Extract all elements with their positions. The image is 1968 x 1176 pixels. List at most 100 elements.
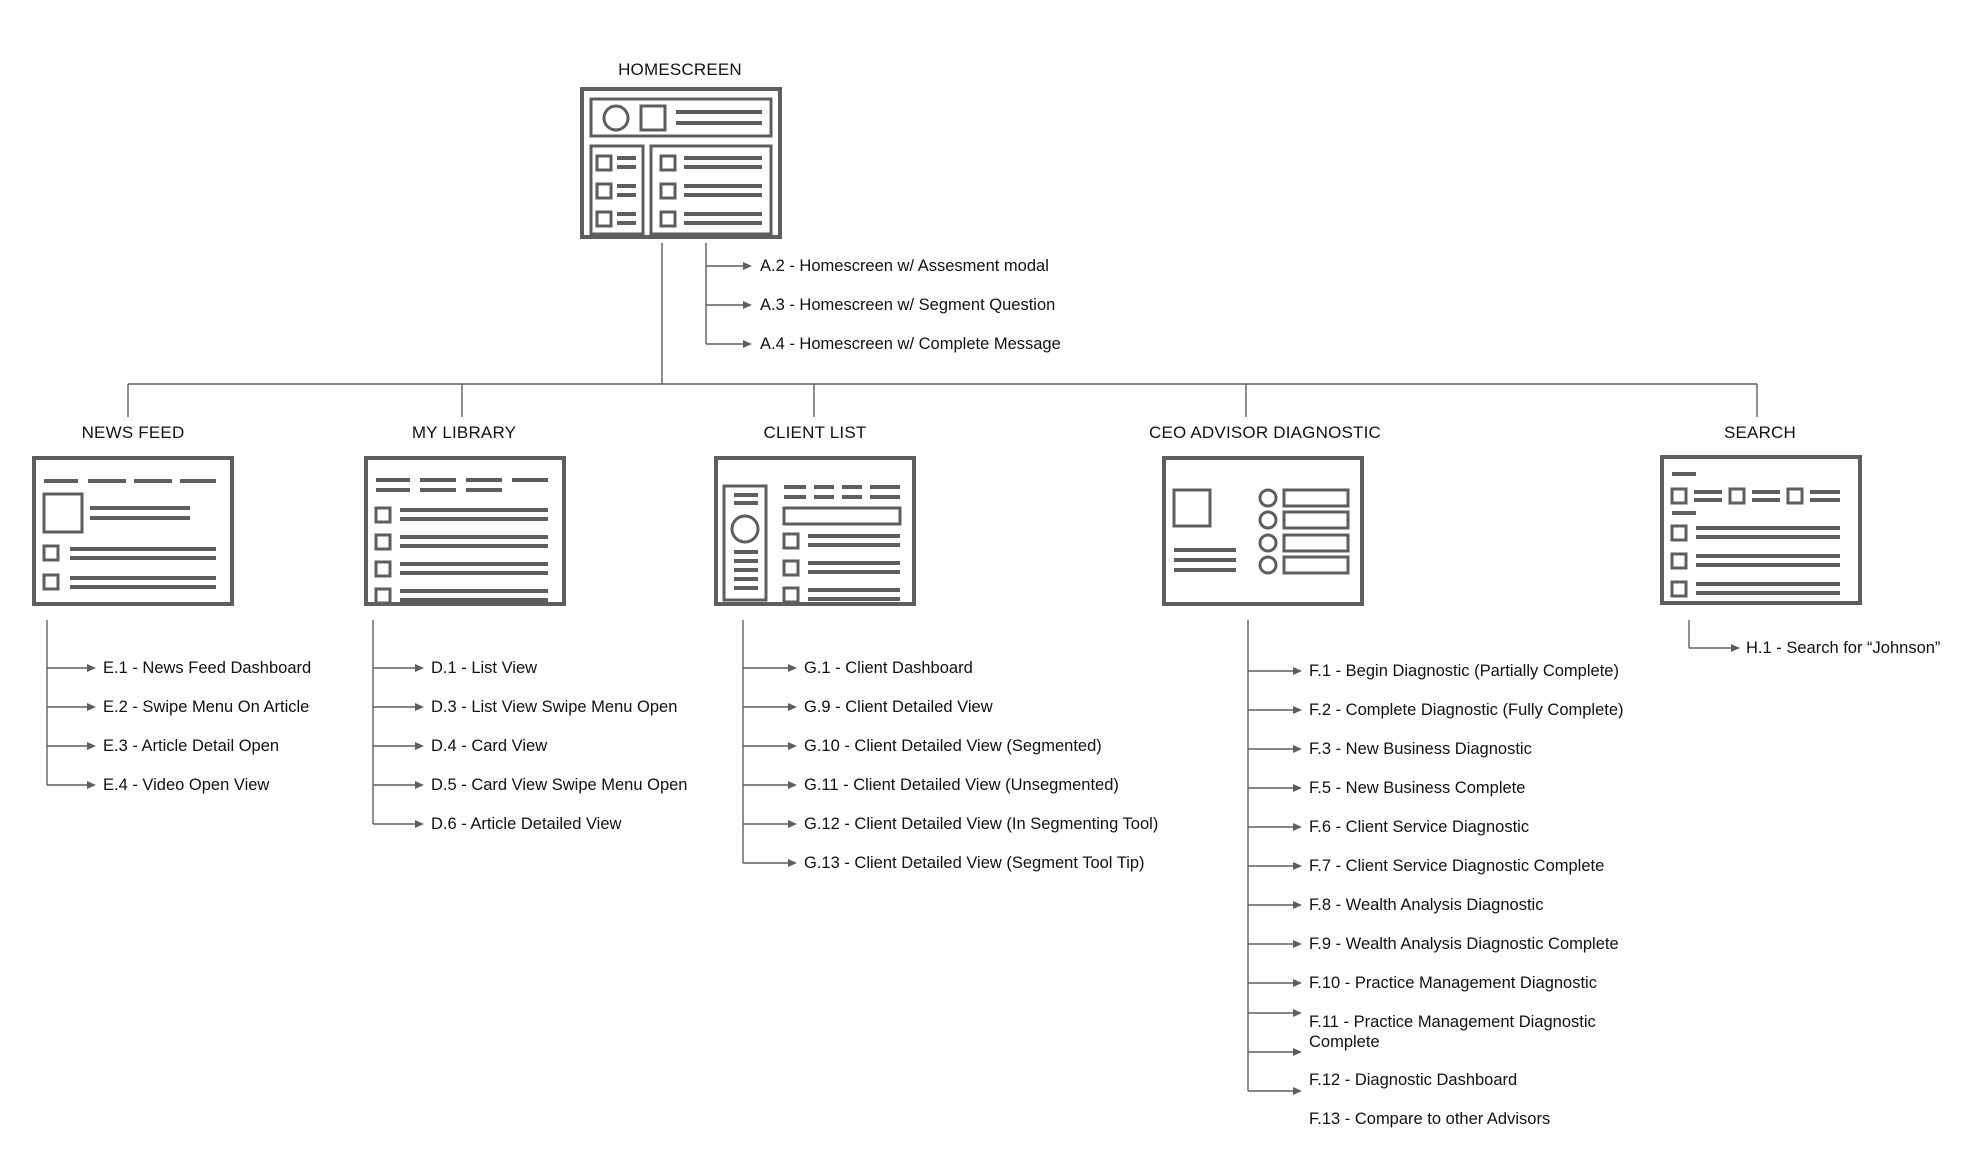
diagnostic-wireframe-icon bbox=[1162, 456, 1364, 606]
arrow-head bbox=[87, 664, 96, 672]
arrow-head bbox=[1731, 644, 1740, 652]
icon-frame bbox=[1660, 455, 1862, 605]
arrow-head bbox=[788, 781, 797, 789]
icon-shape bbox=[1258, 510, 1278, 530]
arrow-head bbox=[1293, 901, 1302, 909]
arrow-head bbox=[87, 781, 96, 789]
my-library-item: D.4 - Card View bbox=[431, 737, 548, 755]
icon-shape bbox=[589, 144, 645, 236]
homescreen-wireframe-icon bbox=[580, 87, 782, 239]
icon-shape bbox=[42, 492, 84, 534]
ceo-advisor-item: F.12 - Diagnostic Dashboard bbox=[1309, 1071, 1518, 1089]
icon-shape bbox=[782, 532, 800, 550]
icon-shape bbox=[1282, 533, 1350, 553]
icon-shape bbox=[595, 182, 613, 200]
arrow-head bbox=[788, 703, 797, 711]
news-feed-item: E.3 - Article Detail Open bbox=[103, 737, 280, 755]
icon-shape bbox=[595, 154, 613, 172]
arrow-head bbox=[788, 742, 797, 750]
my-library-wireframe-icon bbox=[364, 456, 566, 606]
icon-shape bbox=[374, 587, 392, 605]
my-library-item: D.1 - List View bbox=[431, 659, 538, 677]
client-list-wireframe-icon bbox=[714, 456, 916, 606]
icon-shape bbox=[1670, 524, 1688, 542]
arrow-head bbox=[87, 703, 96, 711]
ceo-advisor-item: F.6 - Client Service Diagnostic bbox=[1309, 818, 1530, 836]
icon-frame bbox=[714, 456, 916, 606]
my-library-item: D.6 - Article Detailed View bbox=[431, 815, 622, 833]
homescreen-title: HOMESCREEN bbox=[618, 60, 742, 79]
client-list-item: G.1 - Client Dashboard bbox=[804, 659, 973, 677]
ceo-advisor-item: F.7 - Client Service Diagnostic Complete bbox=[1309, 857, 1605, 875]
arrow-head bbox=[743, 301, 752, 309]
icon-shape bbox=[1670, 487, 1688, 505]
arrow-head bbox=[788, 664, 797, 672]
icon-shape bbox=[1282, 510, 1350, 530]
arrow-head bbox=[87, 742, 96, 750]
icon-frame bbox=[1162, 456, 1364, 606]
news-feed-wireframe-icon bbox=[32, 456, 234, 606]
icon-shape bbox=[639, 104, 667, 132]
icon-shape bbox=[1786, 487, 1804, 505]
icon-shape bbox=[722, 484, 768, 602]
ceo-advisor-item: F.8 - Wealth Analysis Diagnostic bbox=[1309, 896, 1544, 914]
icon-shape bbox=[374, 533, 392, 551]
arrow-head bbox=[415, 820, 424, 828]
news-feed-item: E.2 - Swipe Menu On Article bbox=[103, 698, 310, 716]
homescreen-item: A.4 - Homescreen w/ Complete Message bbox=[760, 335, 1061, 353]
icon-shape bbox=[1282, 555, 1350, 575]
my-library-item: D.3 - List View Swipe Menu Open bbox=[431, 698, 678, 716]
ceo-advisor-diagnostic-title: CEO ADVISOR DIAGNOSTIC bbox=[1148, 423, 1382, 442]
arrow-head bbox=[1293, 862, 1302, 870]
icon-shape bbox=[1258, 488, 1278, 508]
homescreen-item: A.2 - Homescreen w/ Assesment modal bbox=[760, 257, 1049, 275]
search-wireframe-icon bbox=[1660, 455, 1862, 605]
icon-shape bbox=[589, 97, 773, 138]
news-feed-item: E.1 - News Feed Dashboard bbox=[103, 659, 312, 677]
homescreen-item: A.3 - Homescreen w/ Segment Question bbox=[760, 296, 1056, 314]
arrow-head bbox=[788, 859, 797, 867]
ceo-advisor-item: F.1 - Begin Diagnostic (Partially Comple… bbox=[1309, 662, 1619, 680]
search-title: SEARCH bbox=[1723, 423, 1797, 442]
icon-shape bbox=[42, 573, 60, 591]
arrow-head bbox=[1293, 940, 1302, 948]
icon-shape bbox=[659, 182, 677, 200]
arrow-head bbox=[743, 262, 752, 270]
ceo-advisor-item: F.13 - Compare to other Advisors bbox=[1309, 1110, 1551, 1128]
icon-shape bbox=[1282, 488, 1350, 508]
client-list-item: G.9 - Client Detailed View bbox=[804, 698, 993, 716]
arrow-head bbox=[743, 340, 752, 348]
icon-shape bbox=[1670, 552, 1688, 570]
arrow-head bbox=[415, 703, 424, 711]
client-list-item: G.13 - Client Detailed View (Segment Too… bbox=[804, 854, 1145, 872]
icon-shape bbox=[595, 210, 613, 228]
icon-shape bbox=[782, 506, 902, 526]
arrow-head bbox=[1293, 979, 1302, 987]
icon-shape bbox=[1258, 555, 1278, 575]
ceo-advisor-item: F.2 - Complete Diagnostic (Fully Complet… bbox=[1309, 701, 1624, 719]
icon-shape bbox=[782, 586, 800, 604]
icon-shape bbox=[782, 559, 800, 577]
icon-shape bbox=[1258, 533, 1278, 553]
arrow-head bbox=[1293, 667, 1302, 675]
icon-shape bbox=[1728, 487, 1746, 505]
client-list-item: G.12 - Client Detailed View (In Segmenti… bbox=[804, 815, 1159, 833]
my-library-title: MY LIBRARY bbox=[411, 423, 517, 442]
arrow-head bbox=[415, 742, 424, 750]
news-feed-title: NEWS FEED bbox=[81, 423, 185, 442]
arrow-head bbox=[415, 781, 424, 789]
ceo-advisor-item: F.5 - New Business Complete bbox=[1309, 779, 1526, 797]
icon-shape bbox=[659, 154, 677, 172]
client-list-item: G.10 - Client Detailed View (Segmented) bbox=[804, 737, 1102, 755]
arrow-head bbox=[1293, 1087, 1302, 1095]
ceo-advisor-item: F.3 - New Business Diagnostic bbox=[1309, 740, 1532, 758]
client-list-title: CLIENT LIST bbox=[763, 423, 867, 442]
ceo-advisor-item: F.9 - Wealth Analysis Diagnostic Complet… bbox=[1309, 935, 1619, 953]
client-list-item: G.11 - Client Detailed View (Unsegmented… bbox=[804, 776, 1119, 794]
icon-shape bbox=[374, 560, 392, 578]
news-feed-item: E.4 - Video Open View bbox=[103, 776, 270, 794]
icon-shape bbox=[1172, 488, 1212, 528]
ceo-advisor-item: F.10 - Practice Management Diagnostic bbox=[1309, 974, 1597, 992]
